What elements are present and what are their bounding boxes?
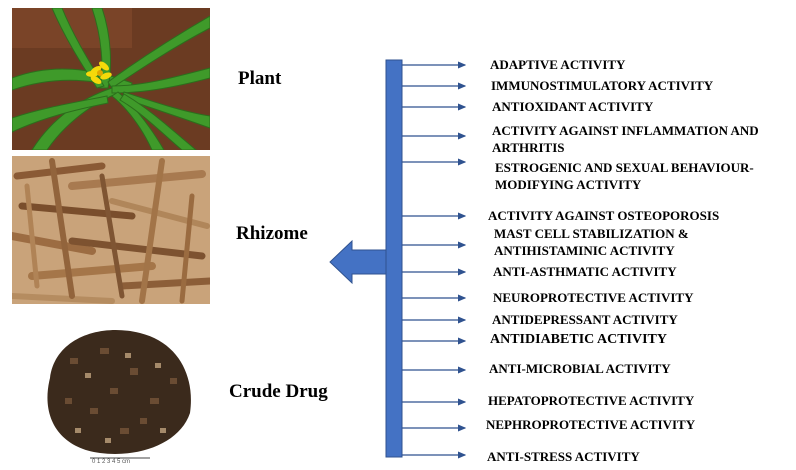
activity-label: IMMUNOSTIMULATORY ACTIVITY <box>491 78 714 93</box>
activity-label: ACTIVITY AGAINST OSTEOPOROSIS <box>488 208 720 223</box>
rhizome-photo <box>12 156 210 304</box>
crude-drug-illustration <box>47 330 191 459</box>
crude-drug-photo: 0 1 2 3 4 5 cm <box>30 318 200 466</box>
activity-label: ACTIVITY AGAINST INFLAMMATION AND <box>492 123 759 138</box>
rhizome-illustration <box>12 156 210 304</box>
crude-drug-label: Crude Drug <box>229 381 328 402</box>
plant-illustration <box>12 8 210 150</box>
activity-label: ARTHRITIS <box>492 140 565 155</box>
vertical-bar <box>385 59 403 458</box>
scale-bar: 0 1 2 3 4 5 cm <box>92 459 131 465</box>
big-left-arrow <box>329 239 389 285</box>
activity-label: ANTI-ASTHMATIC ACTIVITY <box>493 264 677 279</box>
activity-label: ANTIOXIDANT ACTIVITY <box>492 99 654 114</box>
activity-label: MODIFYING ACTIVITY <box>495 177 642 192</box>
activity-label: HEPATOPROTECTIVE ACTIVITY <box>488 393 695 408</box>
activity-label: ANTIDEPRESSANT ACTIVITY <box>492 312 678 327</box>
activity-label: NEPHROPROTECTIVE ACTIVITY <box>486 417 696 432</box>
activity-label: ANTI-STRESS ACTIVITY <box>487 449 640 464</box>
activity-label: ADAPTIVE ACTIVITY <box>490 57 626 72</box>
activity-label: ANTIDIABETIC ACTIVITY <box>490 332 667 347</box>
activity-label: MAST CELL STABILIZATION & <box>494 226 689 241</box>
activity-label: NEUROPROTECTIVE ACTIVITY <box>493 290 694 305</box>
activity-label: ANTI-MICROBIAL ACTIVITY <box>489 361 671 376</box>
plant-label: Plant <box>238 68 282 89</box>
activity-label: ANTIHISTAMINIC ACTIVITY <box>494 243 675 258</box>
rhizome-label: Rhizome <box>236 223 308 244</box>
plant-photo <box>12 8 210 150</box>
activity-label: ESTROGENIC AND SEXUAL BEHAVIOUR- <box>495 160 754 175</box>
